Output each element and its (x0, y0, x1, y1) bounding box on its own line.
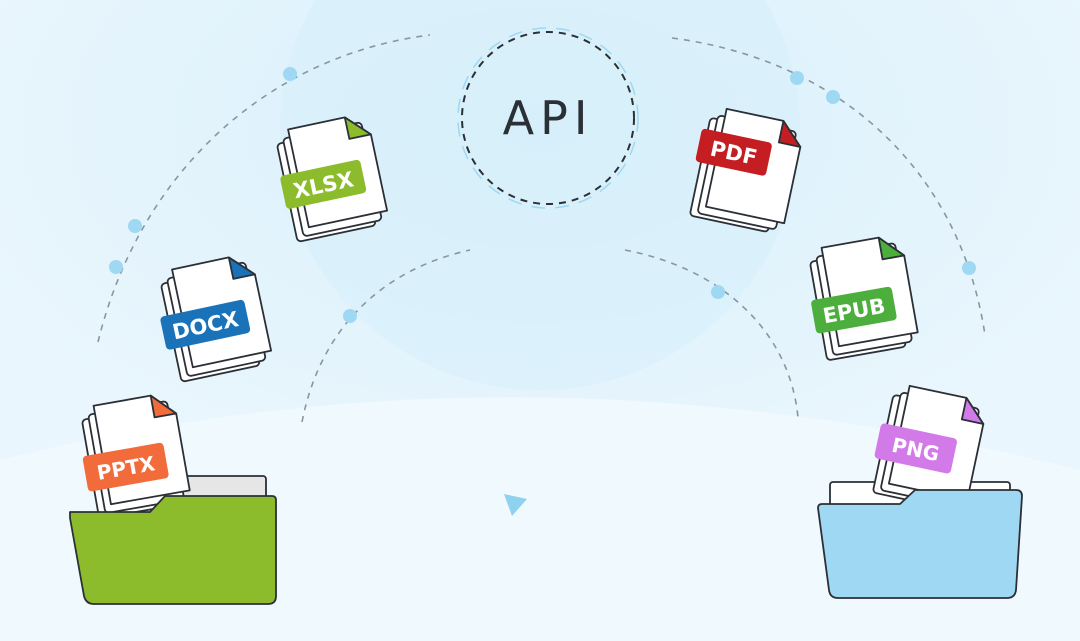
file-badge (874, 423, 957, 474)
arc-dot (343, 309, 357, 323)
source-folder: PPTX (69, 394, 277, 605)
file-badge (280, 159, 367, 209)
api-label: API (503, 91, 594, 145)
arc-dot (109, 260, 123, 274)
file-icon-pptx: PPTX (81, 394, 191, 519)
folder-front (69, 495, 277, 605)
arc-dot (962, 261, 976, 275)
inner-arc-left (301, 249, 471, 423)
file-icon-docx: DOCX (160, 256, 273, 383)
page-corner (343, 116, 372, 140)
destination-folder: PNG (817, 384, 1023, 599)
arc-dot (283, 67, 297, 81)
file-badge (160, 299, 251, 350)
arc-dots (109, 67, 976, 323)
arc-dot (128, 219, 142, 233)
file-icon-xlsx: XLSX (276, 116, 389, 243)
file-icon-epub: EPUB (809, 236, 919, 361)
page-corner (877, 236, 906, 261)
folder-front (817, 489, 1023, 599)
file-badge (695, 128, 772, 176)
page-corner (960, 396, 985, 425)
play-triangle-icon (504, 494, 527, 516)
api-hub: API (457, 27, 639, 209)
file-icon-pdf: PDF (689, 107, 802, 233)
page-corner (777, 119, 802, 148)
arc-dot (790, 71, 804, 85)
arc-dot (711, 285, 725, 299)
page-corner (149, 394, 178, 419)
arc-dot (826, 90, 840, 104)
file-badge (811, 286, 897, 334)
background-halo (280, 0, 800, 390)
inner-arc-right (624, 249, 799, 419)
api-inner-ring (461, 31, 635, 205)
api-outer-ring (457, 27, 639, 209)
page-corner (227, 256, 256, 280)
file-badge (82, 442, 169, 492)
